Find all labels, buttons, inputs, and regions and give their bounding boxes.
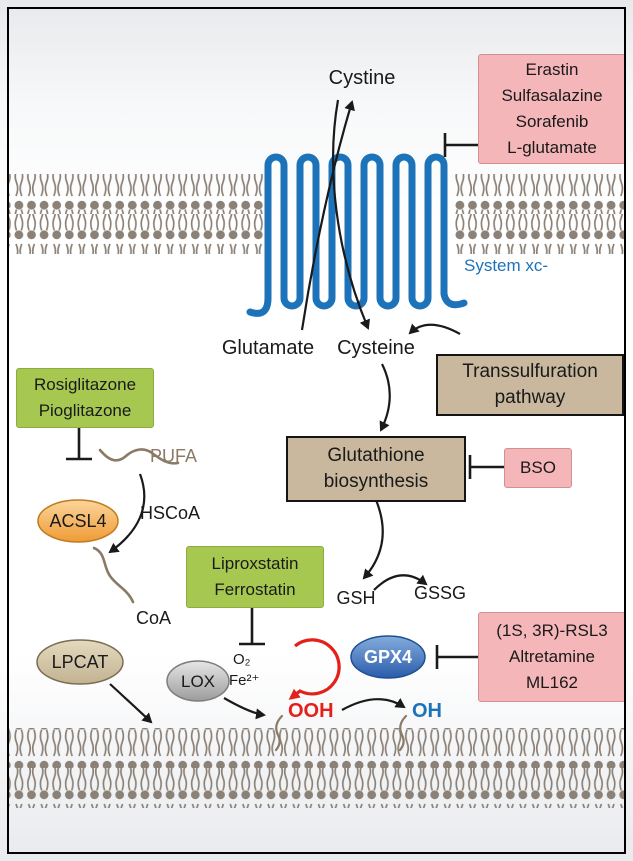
top-membrane	[9, 174, 624, 254]
lox-to-ooh-arrow	[223, 697, 266, 720]
gsh-label: GSH	[336, 588, 376, 608]
gpx4-inhibitors-box: (1S, 3R)-RSL3 Altretamine ML162	[478, 612, 626, 702]
transsulfuration-line-2: pathway	[494, 387, 566, 408]
bso-label: BSO	[520, 458, 556, 477]
bottom-membrane	[9, 728, 624, 808]
lipid-peroxidation-cycle-arrow	[288, 638, 341, 700]
lox-ellipse	[166, 660, 230, 702]
o2-label: O₂	[233, 651, 251, 668]
fe2-label: Fe²⁺	[229, 672, 260, 689]
erastin-inhibition	[443, 133, 478, 157]
pufa-coa-squiggle	[92, 546, 135, 604]
lpcat-label: LPCAT	[51, 652, 109, 672]
hscoa-label: HSCoA	[140, 503, 201, 523]
system-xc-label: System xc-	[464, 256, 549, 275]
pufa-lipid-squiggle	[98, 448, 180, 465]
glitazone-inhibition	[66, 428, 92, 461]
acsl4-label: ACSL4	[49, 511, 107, 531]
transsulfuration-to-cysteine-arrow	[408, 323, 461, 335]
lpcat-to-membrane-arrow	[109, 683, 153, 724]
glitazones-box: Rosiglitazone Pioglitazone	[16, 368, 154, 428]
lox-label: LOX	[180, 672, 216, 691]
glutathione-line-1: Glutathione	[327, 445, 425, 466]
pufa-to-acsl4-arrow	[108, 473, 146, 554]
acsl4-ellipse	[37, 499, 119, 543]
lipid-ooh-label: OOH	[288, 700, 334, 722]
xc-inhibitor-sorafenib: Sorafenib	[515, 112, 589, 131]
ferrostatin-label: Ferrostatin	[214, 580, 296, 599]
ooh-lipid-tail	[274, 714, 284, 752]
xc-inhibitor-sulfasalazine: Sulfasalazine	[501, 86, 603, 105]
statins-box: Liproxstatin Ferrostatin	[186, 546, 324, 608]
lipid-oh-label: OH	[412, 700, 442, 722]
xc-inhibitor-erastin: Erastin	[525, 60, 579, 79]
cystine-label: Cystine	[328, 67, 396, 89]
gpx4-ellipse	[350, 635, 426, 679]
xc-inhibitor-l-glutamate: L-glutamate	[507, 138, 597, 157]
pioglitazone-label: Pioglitazone	[38, 401, 132, 420]
gpx4-inhibitor-rsl3: (1S, 3R)-RSL3	[496, 621, 608, 640]
oh-lipid-tail	[398, 714, 408, 752]
system-xc-transporter	[246, 153, 468, 317]
gsh-to-gssg-arrow	[373, 574, 428, 591]
gssg-label: GSSG	[413, 583, 467, 603]
glutathione-line-2: biosynthesis	[323, 471, 429, 492]
statin-inhibition	[239, 608, 265, 646]
glutathione-to-gsh-arrow	[362, 499, 384, 580]
glutamate-label: Glutamate	[221, 337, 315, 359]
gpx4-label: GPX4	[363, 647, 413, 667]
gpx4-inhibitor-ml162: ML162	[526, 673, 578, 692]
cysteine-to-glutathione-arrow	[379, 363, 391, 432]
cystine-import-arrow	[332, 99, 370, 330]
rsl3-inhibition	[435, 645, 478, 669]
lpcat-ellipse	[36, 639, 124, 685]
glutathione-biosynthesis-box: Glutathione biosynthesis	[286, 436, 466, 502]
transsulfuration-line-1: Transsulfuration	[462, 361, 598, 382]
coa-label: CoA	[136, 608, 172, 628]
pufa-label: PUFA	[150, 446, 198, 466]
cysteine-label: Cysteine	[337, 337, 415, 359]
xc-inhibitors-box: Erastin Sulfasalazine Sorafenib L-glutam…	[478, 54, 626, 164]
liproxstatin-label: Liproxstatin	[211, 554, 299, 573]
rosiglitazone-label: Rosiglitazone	[33, 375, 137, 394]
bso-box: BSO	[504, 448, 572, 488]
glutamate-export-arrow	[300, 100, 355, 331]
transsulfuration-pathway-box: Transsulfuration pathway	[436, 354, 624, 416]
gpx4-inhibitor-altretamine: Altretamine	[509, 647, 595, 666]
ooh-to-oh-arrow	[341, 698, 406, 711]
bso-inhibition	[468, 455, 504, 479]
